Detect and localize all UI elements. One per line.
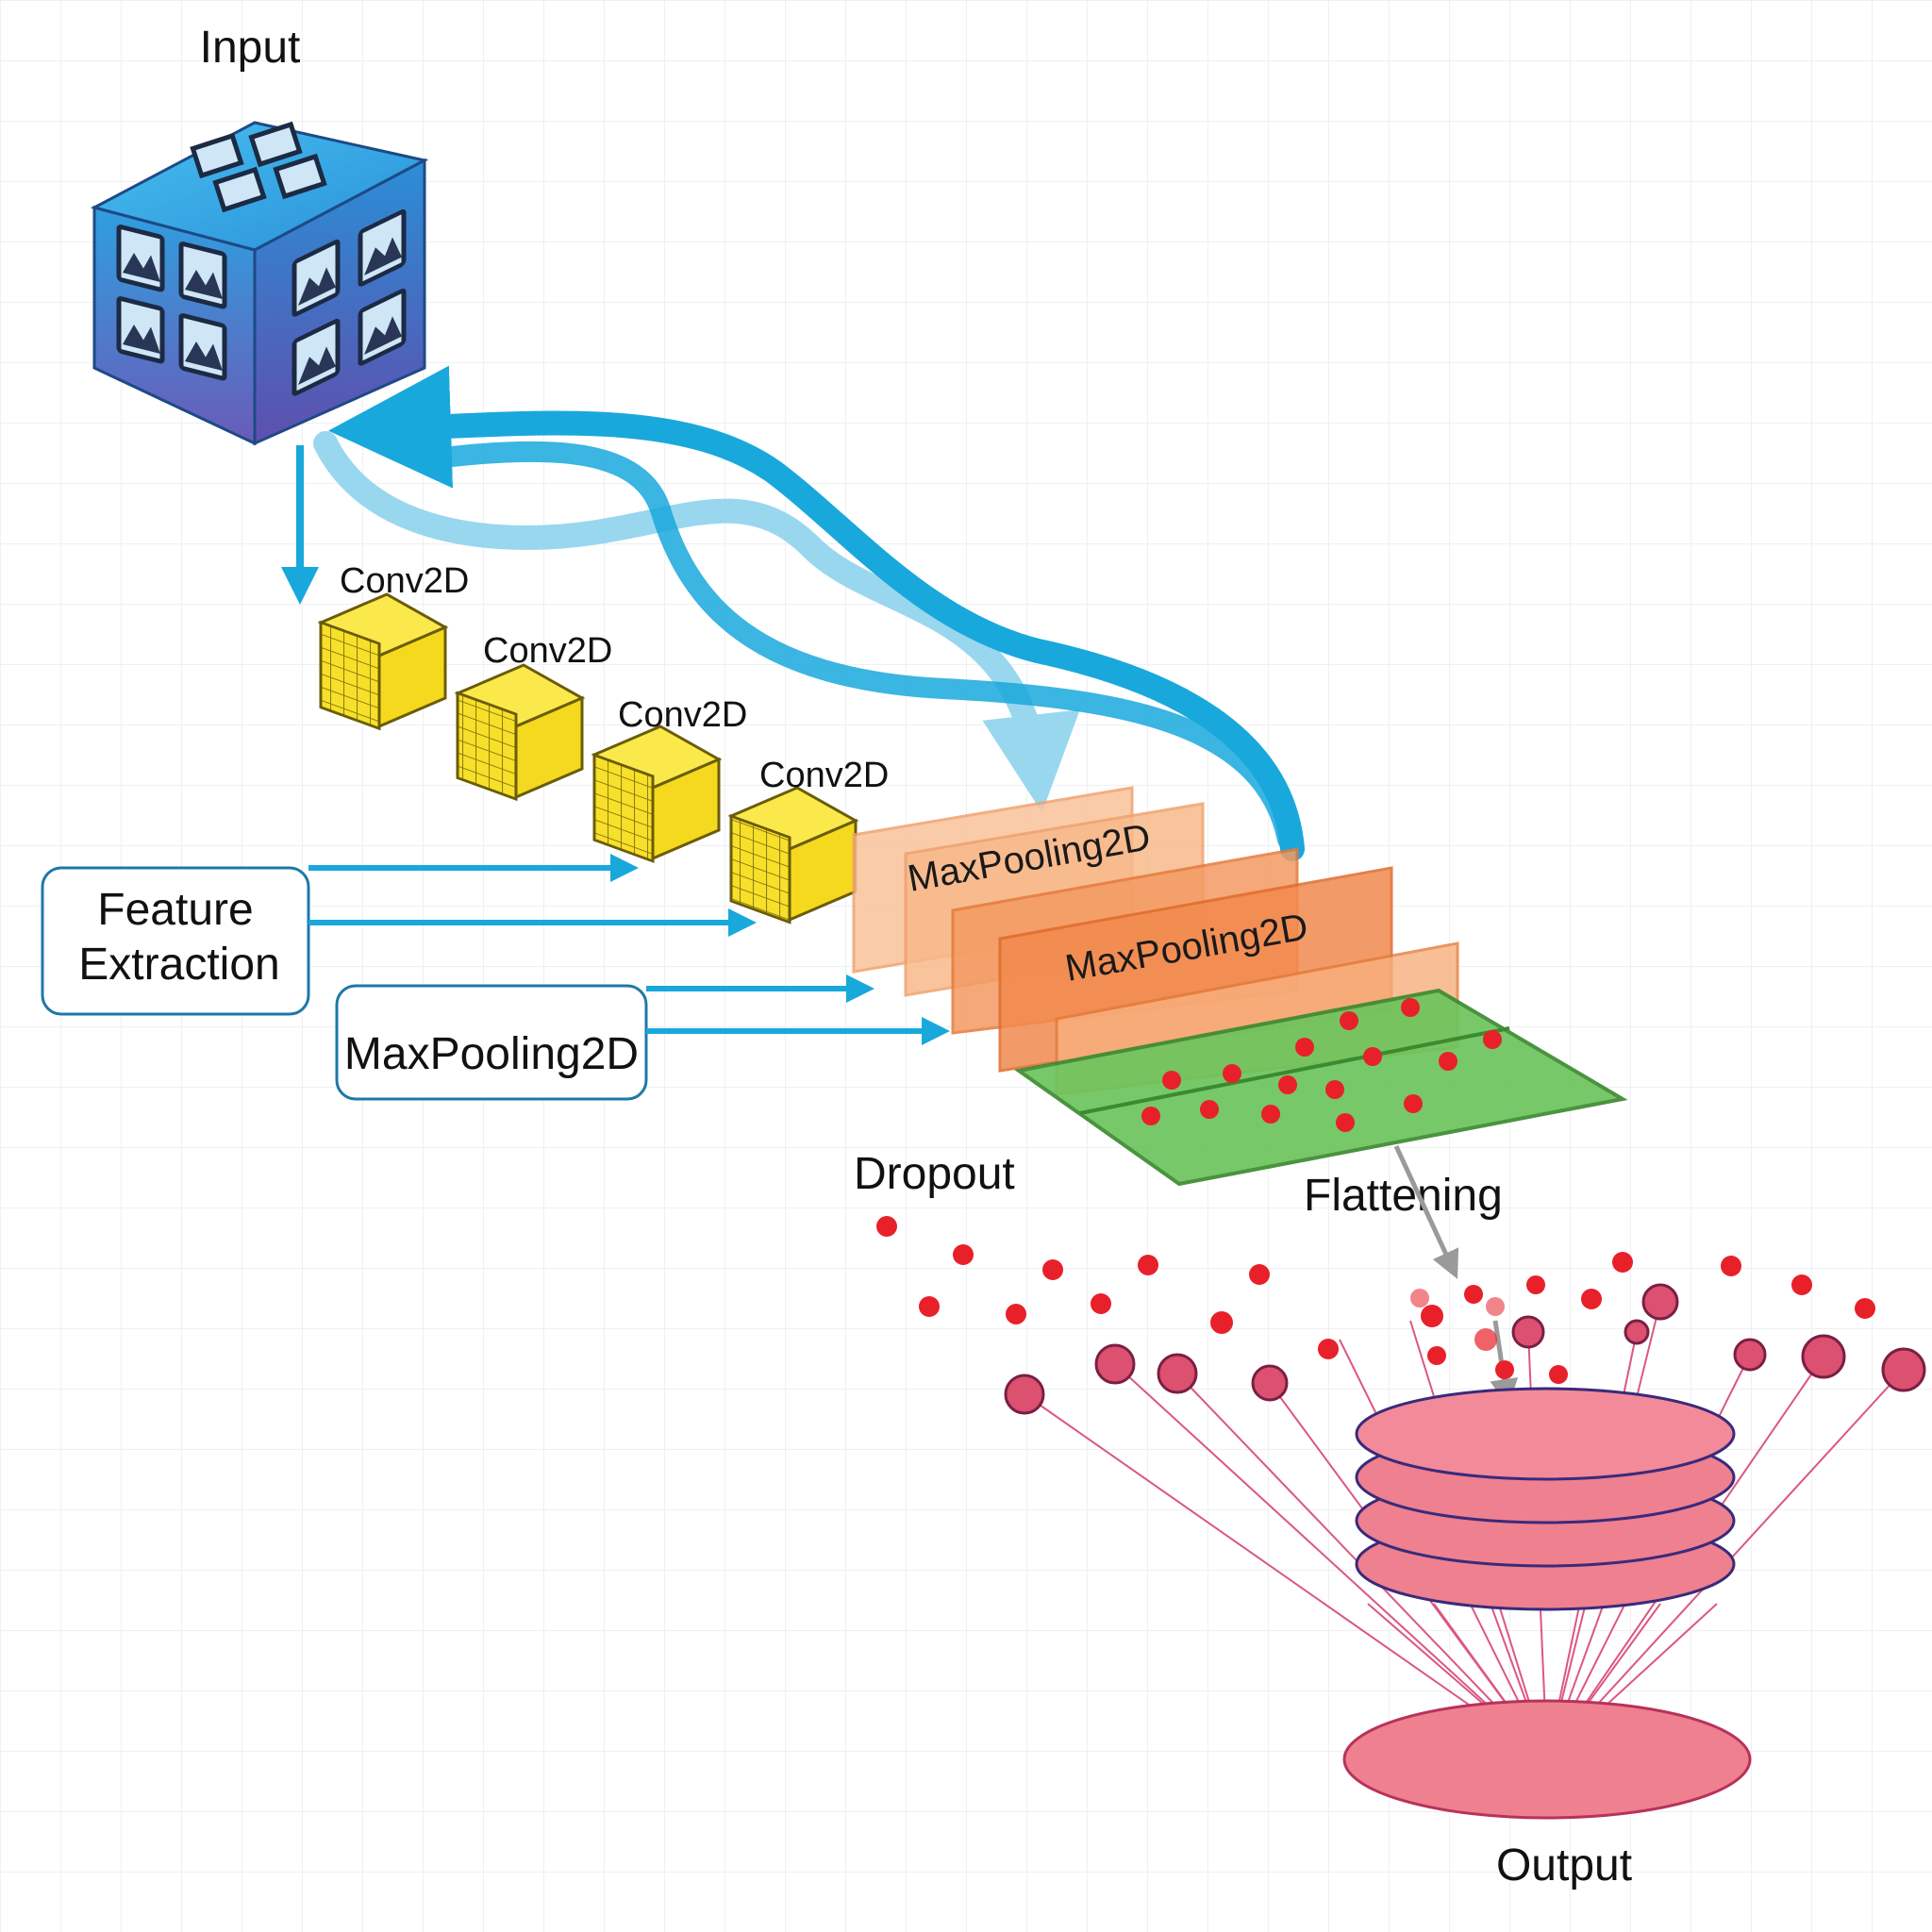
box-arrows	[308, 854, 950, 1045]
feature-extraction-box: Feature Extraction	[41, 866, 310, 1016]
conv2d-label: Conv2D	[483, 631, 612, 671]
flatten-plate	[1014, 988, 1628, 1187]
conv2d-cube	[454, 663, 586, 802]
dense-stack	[1355, 1387, 1736, 1611]
dropout-dots-plate	[1141, 998, 1502, 1132]
maxpooling-box: MaxPooling2D	[335, 984, 648, 1101]
input-label: Input	[200, 23, 301, 73]
flatten-arrows	[1393, 1144, 1519, 1407]
svg-text:Feature: Feature	[97, 885, 253, 935]
svg-text:MaxPooling2D: MaxPooling2D	[344, 1029, 639, 1079]
svg-text:Extraction: Extraction	[78, 940, 279, 990]
image-icon	[190, 121, 327, 213]
conv2d-label: Conv2D	[618, 695, 747, 735]
conv2d-cube	[591, 724, 723, 863]
output-label: Output	[1496, 1840, 1632, 1890]
conv2d-cube	[727, 786, 859, 924]
conv2d-label: Conv2D	[759, 756, 889, 795]
input-cube	[90, 121, 429, 446]
conv2d-label: Conv2D	[340, 561, 469, 601]
dropout-label: Dropout	[854, 1149, 1015, 1199]
skip-arrows	[313, 365, 1305, 861]
neuron-nodes	[1004, 1283, 1926, 1415]
dropout-dots	[876, 1216, 1875, 1384]
conv2d-cube	[317, 592, 449, 731]
output-disk	[1342, 1699, 1752, 1820]
flattening-label: Flattening	[1304, 1171, 1503, 1221]
